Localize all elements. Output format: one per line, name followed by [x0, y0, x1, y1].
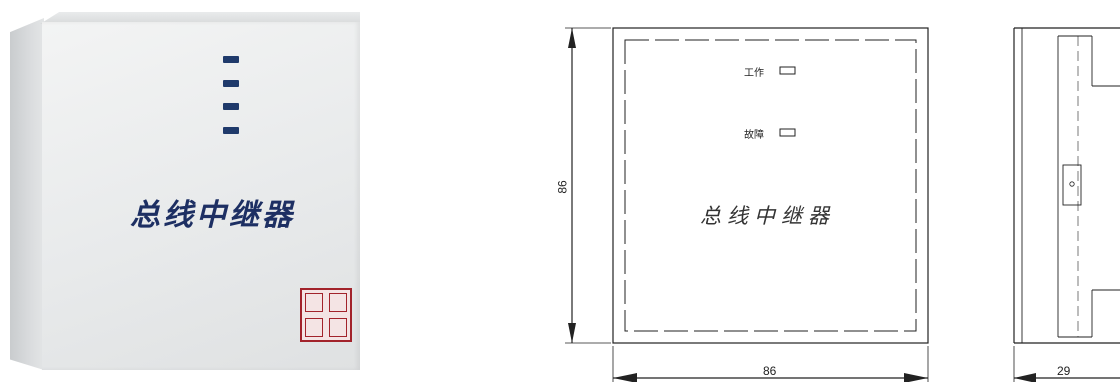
side-view-screw [1069, 181, 1075, 187]
seal-logo [300, 288, 352, 342]
arrow-right [904, 373, 928, 382]
work-indicator-box [779, 66, 796, 75]
device-side-face [10, 18, 44, 370]
device-top-face [40, 12, 360, 24]
depth-dimension-text: 29 [1057, 364, 1071, 378]
indicator-led [223, 127, 239, 134]
drawing-device-title: 总线中继器 [700, 204, 835, 228]
arrow-up [568, 28, 576, 48]
front-view-outline [612, 27, 929, 344]
work-indicator-label: 工作 [744, 68, 764, 79]
fault-indicator-box [779, 128, 796, 137]
indicator-led [223, 80, 239, 87]
indicator-led [223, 103, 239, 110]
side-view-terminal [1062, 164, 1082, 206]
arrow-down [568, 323, 576, 343]
height-dimension-text: 86 [555, 180, 570, 194]
product-photo: 总线中继器 [0, 0, 380, 382]
width-dimension-text: 86 [763, 364, 777, 378]
fault-indicator-label: 故障 [744, 130, 764, 141]
arrow-left [613, 373, 637, 382]
device-front-title: 总线中继器 [130, 198, 295, 233]
side-view-area [1014, 28, 1120, 343]
indicator-led [223, 56, 239, 63]
front-view-inner-dashed [624, 39, 917, 332]
arrow-left-depth [1014, 373, 1036, 382]
